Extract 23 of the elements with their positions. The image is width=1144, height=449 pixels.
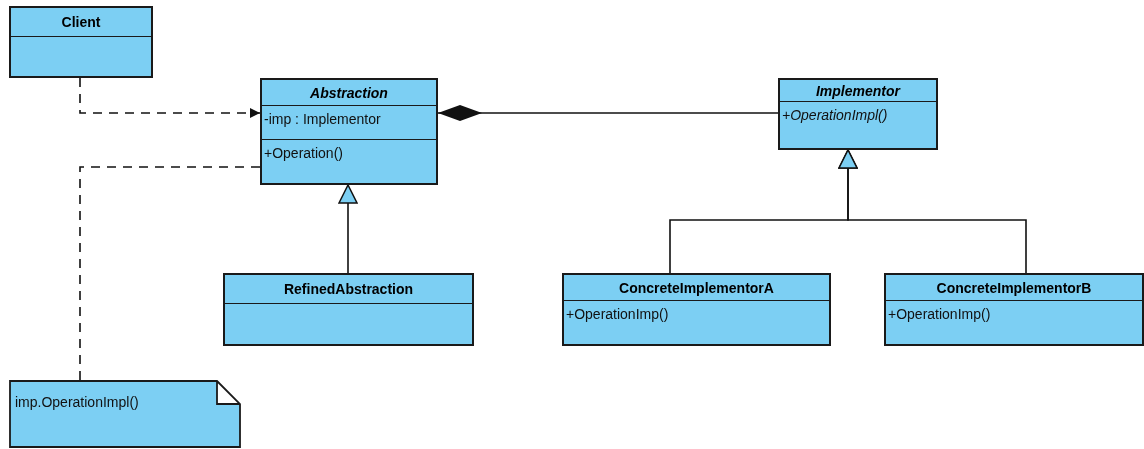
- class-box: [884, 273, 1144, 346]
- attribute-text: -imp : Implementor: [264, 111, 381, 127]
- class-name: Client: [61, 14, 101, 30]
- class-box: [562, 273, 831, 346]
- class-name: ConcreteImplementorB: [936, 279, 1092, 296]
- operation-text: +OperationImpl(): [782, 107, 888, 123]
- composition-line: [437, 105, 779, 121]
- note-connector: [79, 166, 261, 381]
- operation-text: +OperationImp(): [888, 306, 991, 322]
- class-box: [260, 78, 438, 185]
- inheritance-arrow: [838, 149, 1027, 274]
- dependency-arrow: [79, 77, 261, 118]
- class-name: Implementor: [816, 82, 900, 99]
- class-name: ConcreteImplementorA: [619, 279, 774, 296]
- class-name: Abstraction: [310, 84, 388, 101]
- inheritance-arrow: [338, 184, 358, 274]
- operation-text: +Operation(): [264, 145, 343, 161]
- operation-text: +OperationImp(): [566, 306, 669, 322]
- class-box: [778, 78, 938, 150]
- class-box: [9, 6, 153, 78]
- class-box: [223, 273, 474, 346]
- class-name: RefinedAbstraction: [283, 281, 414, 297]
- note-text: imp.OperationImpl(): [15, 394, 139, 410]
